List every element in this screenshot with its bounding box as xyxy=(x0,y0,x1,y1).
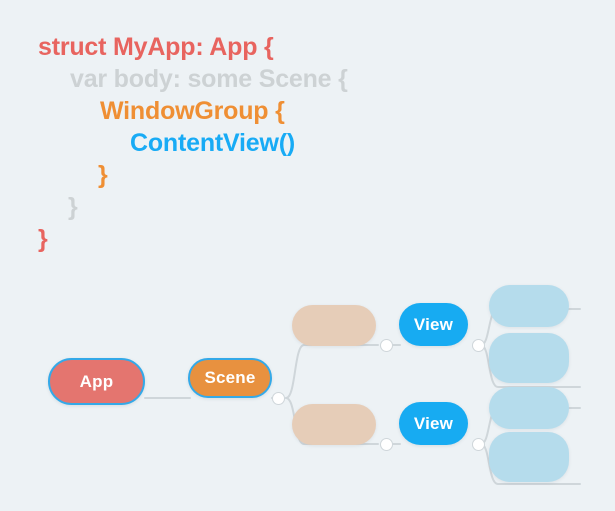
node-view-top-label: View xyxy=(413,314,454,334)
node-scene[interactable]: Scene xyxy=(188,358,272,398)
node-placeholder-blue-3[interactable] xyxy=(489,387,569,429)
node-view-top[interactable]: View xyxy=(399,303,468,346)
code-line-4: ContentView() xyxy=(130,129,295,157)
node-scene-label: Scene xyxy=(204,368,256,387)
code-line-7: } xyxy=(38,225,48,253)
node-placeholder-tan-bottom[interactable] xyxy=(292,404,376,445)
hierarchy-diagram: App Scene View View xyxy=(0,262,615,511)
hub-view-bottom[interactable] xyxy=(472,438,485,451)
code-line-6: } xyxy=(68,193,78,221)
code-line-3: WindowGroup { xyxy=(100,97,285,125)
code-line-5: } xyxy=(98,161,108,189)
link-hub-tan-top xyxy=(285,344,379,399)
node-placeholder-blue-1[interactable] xyxy=(489,285,569,327)
hub-tan-bottom[interactable] xyxy=(380,438,393,451)
code-line-1: struct MyApp: App { xyxy=(38,33,274,61)
hub-view-top[interactable] xyxy=(472,339,485,352)
hub-scene[interactable] xyxy=(272,392,285,405)
node-placeholder-blue-4[interactable] xyxy=(489,432,569,482)
node-placeholder-blue-2[interactable] xyxy=(489,333,569,383)
code-line-2: var body: some Scene { xyxy=(70,65,348,93)
hub-tan-top[interactable] xyxy=(380,339,393,352)
node-placeholder-tan-top[interactable] xyxy=(292,305,376,346)
code-panel: struct MyApp: App { var body: some Scene… xyxy=(38,33,348,253)
node-app[interactable]: App xyxy=(48,358,145,405)
node-view-bottom[interactable]: View xyxy=(399,402,468,445)
node-app-label: App xyxy=(79,371,114,391)
node-view-bottom-label: View xyxy=(413,413,454,433)
